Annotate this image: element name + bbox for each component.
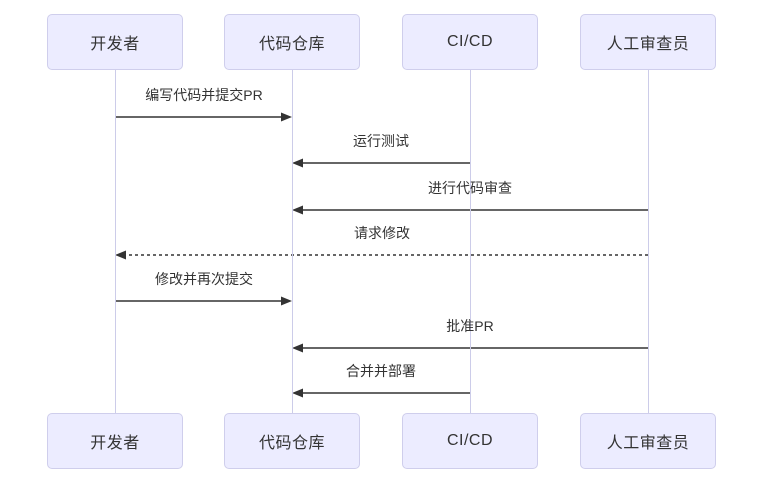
message-label-7: 合并并部署 — [346, 363, 416, 379]
actor-top-cicd: CI/CD — [402, 14, 538, 70]
lifeline-repo — [291, 70, 293, 413]
arrowhead-icon — [292, 205, 303, 215]
message-label-5: 修改并再次提交 — [155, 271, 253, 287]
actor-bottom-developer: 开发者 — [47, 413, 183, 469]
actor-top-developer: 开发者 — [47, 14, 183, 70]
arrowhead-icon — [292, 343, 303, 353]
message-label-6: 批准PR — [446, 318, 494, 334]
actor-bottom-cicd: CI/CD — [402, 413, 538, 469]
lifeline-cicd — [469, 70, 471, 413]
actor-top-repo: 代码仓库 — [224, 14, 360, 70]
lifeline-reviewer — [647, 70, 649, 413]
actor-bottom-repo: 代码仓库 — [224, 413, 360, 469]
arrowhead-icon — [281, 112, 292, 122]
message-label-2: 运行测试 — [353, 133, 409, 149]
arrowhead-icon — [115, 250, 126, 260]
message-label-3: 进行代码审查 — [428, 180, 512, 196]
arrowhead-icon — [281, 296, 292, 306]
arrowhead-icon — [292, 388, 303, 398]
arrowhead-icon — [292, 158, 303, 168]
actor-bottom-reviewer: 人工审查员 — [580, 413, 716, 469]
lifeline-developer — [114, 70, 116, 413]
message-label-1: 编写代码并提交PR — [145, 87, 263, 103]
actor-top-reviewer: 人工审查员 — [580, 14, 716, 70]
message-label-4: 请求修改 — [354, 225, 410, 241]
